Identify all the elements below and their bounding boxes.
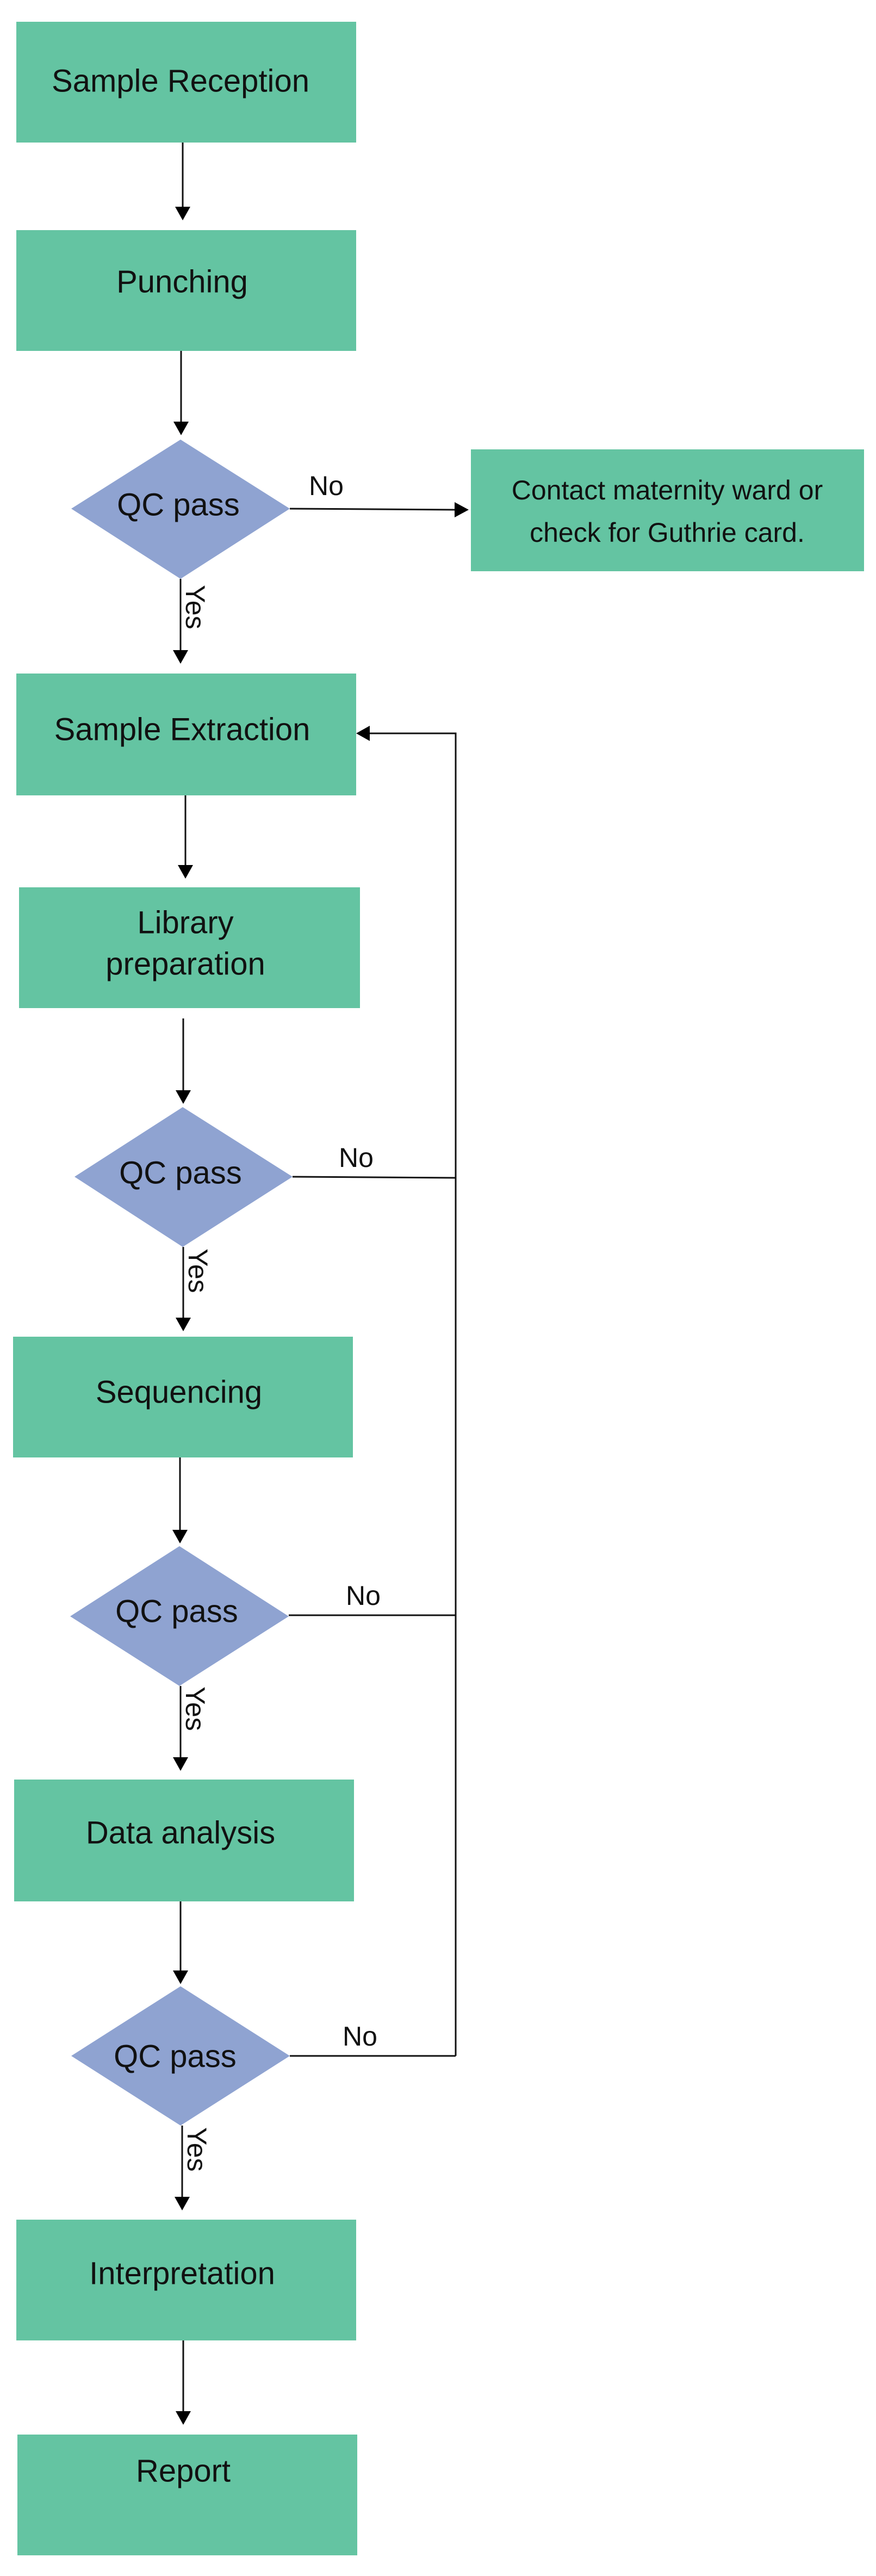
edge-qc1-yes-to-extraction: Yes — [173, 579, 210, 664]
node-label: QC pass — [115, 1593, 238, 1629]
decision-diamond — [70, 1546, 289, 1686]
process-box — [16, 2220, 356, 2340]
node-label-line-1: Contact maternity ward or — [512, 475, 823, 505]
node-label-line-2: preparation — [105, 946, 265, 981]
edge-sequencing-to-qc3 — [172, 1457, 188, 1543]
edge-return-line — [370, 732, 457, 2056]
process-box — [16, 230, 356, 351]
node-library-preparation: Library preparation — [19, 887, 360, 1008]
node-label: QC pass — [114, 2038, 237, 2074]
node-punching: Punching — [16, 230, 356, 351]
edge-label-yes: Yes — [182, 2127, 212, 2172]
edge-interpretation-to-report — [176, 2340, 191, 2425]
arrowhead — [173, 1970, 188, 1984]
node-label: Sequencing — [96, 1374, 262, 1410]
node-qc-pass-1: QC pass — [71, 440, 290, 579]
node-qc-pass-4: QC pass — [71, 1986, 290, 2126]
arrowhead — [173, 422, 189, 435]
edge-qc2-no-line — [292, 1176, 456, 1179]
process-box — [16, 674, 356, 795]
arrowhead — [356, 726, 370, 741]
node-qc-pass-3: QC pass — [70, 1546, 289, 1686]
node-data-analysis: Data analysis — [14, 1780, 354, 1901]
edge-data-analysis-to-qc4 — [173, 1901, 188, 1984]
arrowhead — [178, 865, 193, 879]
node-label: Sample Reception — [52, 63, 309, 98]
arrowhead — [172, 1530, 188, 1543]
node-label: QC pass — [117, 487, 240, 522]
process-box — [13, 1337, 353, 1457]
process-box — [16, 22, 356, 143]
node-contact-maternity-ward: Contact maternity ward or check for Guth… — [471, 449, 864, 571]
edge-qc1-no-to-contact: No — [289, 471, 469, 517]
node-label: Interpretation — [89, 2256, 275, 2291]
edge-label-yes: Yes — [183, 1249, 213, 1293]
edge-qc2-yes-to-sequencing: Yes — [176, 1247, 213, 1331]
node-label: QC pass — [119, 1155, 242, 1190]
arrowhead — [176, 2411, 191, 2425]
arrowhead — [176, 1318, 191, 1331]
edge-extraction-to-library — [178, 795, 193, 879]
edge-label-no: No — [346, 1580, 381, 1611]
arrowhead — [173, 1757, 188, 1771]
arrowhead — [455, 502, 469, 517]
decision-diamond — [74, 1107, 293, 1247]
arrowhead — [175, 207, 190, 220]
node-sample-reception: Sample Reception — [16, 22, 356, 143]
node-qc-pass-2: QC pass — [74, 1107, 293, 1247]
process-box — [471, 449, 864, 571]
arrowhead — [176, 1090, 191, 1104]
node-sequencing: Sequencing — [13, 1337, 353, 1457]
node-label-line-1: Library — [137, 905, 233, 940]
edge-label-no: No — [339, 1142, 374, 1173]
arrowhead — [173, 650, 188, 664]
edge-punching-to-qc1 — [173, 351, 189, 435]
edge-reception-to-punching — [175, 143, 190, 220]
decision-diamond — [71, 1986, 290, 2126]
decision-diamond — [71, 440, 290, 579]
node-report: Report — [17, 2435, 357, 2555]
node-interpretation: Interpretation — [16, 2220, 356, 2340]
edge-feedback-loop-to-extraction: No No No — [289, 726, 457, 2057]
node-label: Punching — [116, 264, 248, 299]
node-label: Sample Extraction — [54, 712, 310, 747]
process-box — [14, 1780, 354, 1901]
edge-label-yes: Yes — [180, 585, 210, 629]
edge-qc3-yes-to-data-analysis: Yes — [173, 1686, 210, 1771]
edge-library-to-qc2 — [176, 1018, 191, 1104]
edge-label-no: No — [309, 471, 344, 501]
node-sample-extraction: Sample Extraction — [16, 674, 356, 795]
process-box — [19, 887, 360, 1008]
edge-label-no: No — [343, 2021, 377, 2052]
arrowhead — [175, 2197, 190, 2210]
edge-line — [289, 508, 455, 511]
edge-label-yes: Yes — [180, 1687, 210, 1731]
process-box — [17, 2435, 357, 2555]
edge-qc4-yes-to-interpretation: Yes — [175, 2126, 212, 2210]
node-label: Report — [136, 2453, 231, 2488]
node-label-line-2: check for Guthrie card. — [530, 517, 805, 548]
node-label: Data analysis — [86, 1815, 275, 1850]
